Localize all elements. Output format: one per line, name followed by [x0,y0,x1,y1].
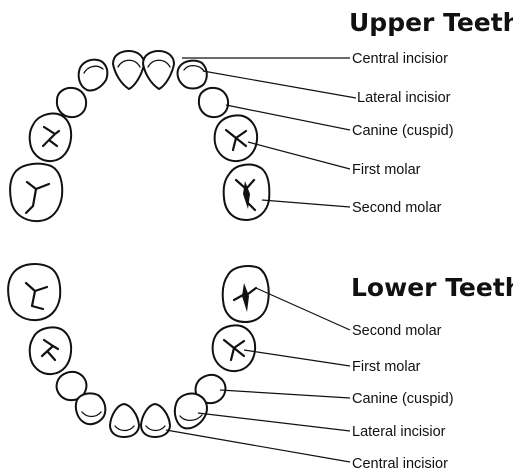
lower-left-lateral-incisor [74,392,107,426]
lower-leader-lines [165,287,351,463]
leader-lower-canine [219,389,351,399]
upper-label-first-molar: First molar [352,162,421,178]
upper-right-lateral-incisor [176,59,208,90]
lower-right-first-molar [211,324,257,373]
lower-label-canine: Canine (cuspid) [352,391,454,407]
lower-left-second-molar [7,263,62,322]
upper-left-central-incisor [112,50,145,90]
leader-lower-first-molar [243,349,351,367]
lower-right-second-molar [221,265,270,323]
upper-left-second-molar [9,162,64,223]
leader-upper-second-molar [261,199,351,208]
leader-upper-canine [225,104,351,131]
leader-upper-lateral-incisor [202,70,357,99]
upper-label-canine: Canine (cuspid) [352,123,454,139]
upper-leader-lines [182,57,357,208]
lower-teeth-heading: Lower Teeth [351,273,513,302]
upper-right-second-molar [222,163,271,221]
lower-label-second-molar: Second molar [352,323,442,339]
leader-lower-second-molar [255,287,351,331]
lower-arch [7,263,270,438]
upper-right-central-incisor [142,50,175,90]
upper-label-second-molar: Second molar [352,200,442,216]
upper-left-first-molar [28,112,73,163]
lower-right-lateral-incisor [173,392,208,430]
upper-teeth-heading: Upper Teeth [349,8,513,37]
upper-label-central-incisor: Central incisior [352,51,448,67]
leader-lower-lateral-incisor [197,412,351,432]
upper-right-first-molar [213,114,259,163]
lower-label-central-incisor: Central incisior [352,456,448,472]
upper-left-lateral-incisor [77,58,109,92]
lower-label-first-molar: First molar [352,359,421,375]
upper-label-lateral-incisor: Lateral incisior [357,90,451,106]
leader-upper-first-molar [247,141,351,170]
lower-left-canine [55,370,88,402]
leader-lower-central-incisor [165,429,351,463]
lower-left-first-molar [28,326,73,376]
lower-right-central-incisor [140,403,171,438]
upper-left-canine [55,86,88,119]
upper-arch [9,50,271,223]
lower-left-central-incisor [109,403,140,438]
lower-label-lateral-incisor: Lateral incisior [352,424,446,440]
upper-right-canine [197,86,230,119]
